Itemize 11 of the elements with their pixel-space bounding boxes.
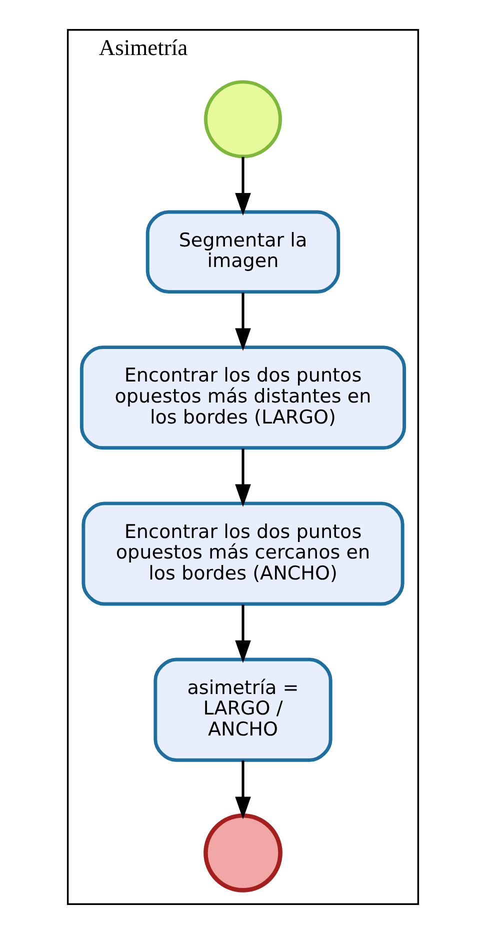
node-box: Encontrar los dos puntos opuestos más cercanos en los bordes (ANCHO) <box>82 502 404 606</box>
node-box: Encontrar los dos puntos opuestos más distantes en los bordes (LARGO) <box>80 346 406 450</box>
arrow <box>235 760 251 820</box>
node-box: Segmentar la imagen <box>146 210 340 294</box>
arrow <box>235 292 251 351</box>
arrow <box>235 448 251 507</box>
node-box: asimetría = LARGO / ANCHO <box>154 658 332 762</box>
node-circle <box>204 80 282 158</box>
node-circle <box>204 813 282 892</box>
arrow <box>235 156 251 216</box>
arrow <box>235 604 251 663</box>
